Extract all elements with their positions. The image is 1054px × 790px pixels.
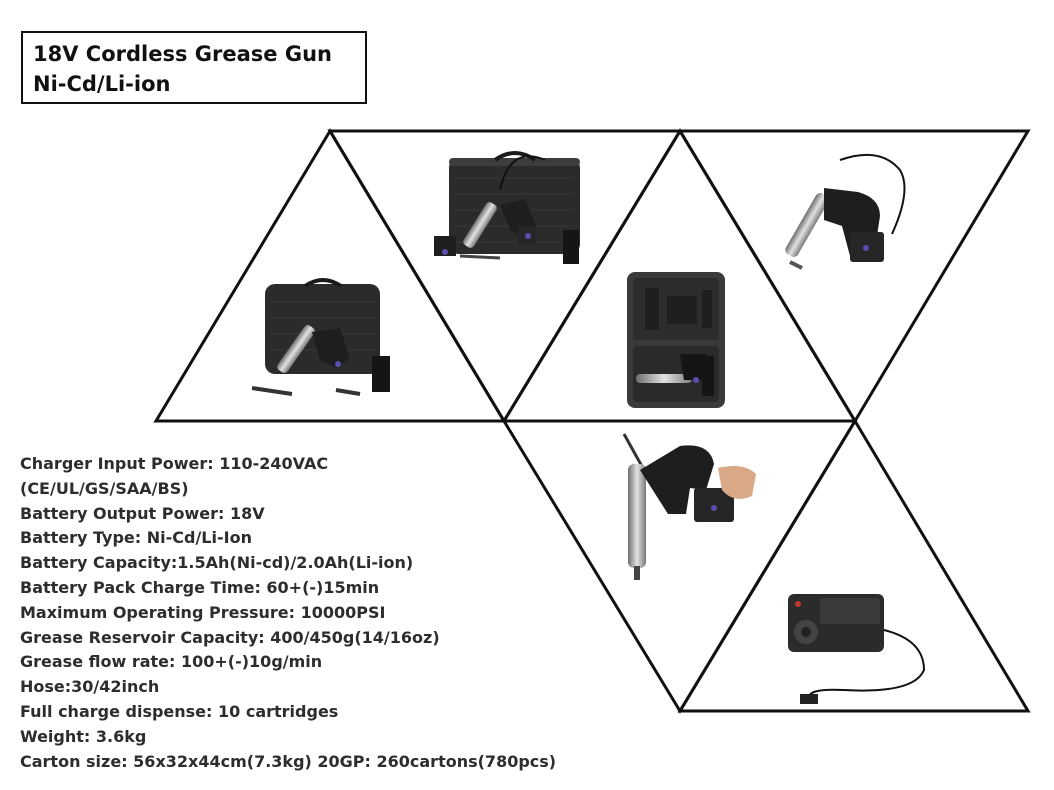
kit-in-case-front-image — [251, 278, 390, 396]
title-line-2: Ni-Cd/Li-ion — [33, 72, 171, 96]
empty-case-image — [627, 272, 725, 408]
title-box: 18V Cordless Grease Gun Ni-Cd/Li-ion — [21, 31, 367, 104]
spec-line: Grease Reservoir Capacity: 400/450g(14/1… — [20, 627, 440, 647]
triangle-6 — [677, 418, 1031, 713]
spec-line: Full charge dispense: 10 cartridges — [20, 701, 339, 721]
spec-line: Grease flow rate: 100+(-)10g/min — [20, 652, 323, 672]
spec-line: Maximum Operating Pressure: 10000PSI — [20, 602, 386, 622]
grease-gun-in-hand-image — [622, 433, 756, 580]
battery-charger-image — [788, 594, 926, 704]
kit-in-case-image — [434, 151, 580, 264]
grease-gun-side-image — [785, 153, 906, 270]
title-line-1: 18V Cordless Grease Gun — [33, 42, 332, 66]
spec-line: Carton size: 56x32x44cm(7.3kg) 20GP: 260… — [20, 751, 557, 771]
spec-line: Hose:30/42inch — [20, 677, 160, 697]
spec-list: Charger Input Power: 110-240VAC (CE/UL/G… — [20, 452, 580, 774]
spec-line: Battery Type: Ni-Cd/Li-Ion — [20, 528, 252, 548]
spec-line: Charger Input Power: 110-240VAC — [20, 454, 329, 473]
triangle-4 — [677, 129, 1031, 424]
spec-line: Weight: 3.6kg — [20, 726, 147, 746]
spec-line: (CE/UL/GS/SAA/BS) — [20, 478, 189, 498]
spec-line: Battery Output Power: 18V — [20, 503, 265, 523]
spec-line: Battery Capacity:1.5Ah(Ni-cd)/2.0Ah(Li-i… — [20, 553, 414, 573]
spec-line: Battery Pack Charge Time: 60+(-)15min — [20, 577, 380, 597]
